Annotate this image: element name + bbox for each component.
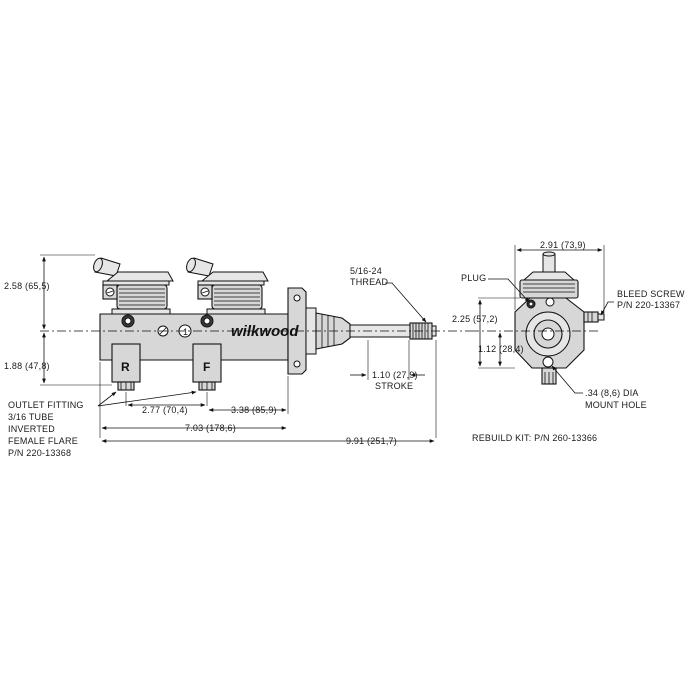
reservoir-tube-rear — [93, 257, 121, 277]
rear-mark: R — [121, 360, 130, 374]
dim-stroke-value: 1.10 (27,9) — [372, 370, 418, 380]
bleed-tube — [542, 251, 556, 275]
reservoir-front — [197, 271, 269, 315]
end-reservoir — [519, 271, 579, 299]
front-mark: F — [203, 360, 210, 374]
end-body — [514, 297, 585, 385]
dim-overall-length: 9.91 (251,7) — [346, 436, 397, 446]
mount-hole-icon — [542, 356, 554, 368]
dim-outlet-spacing: 2.77 (70,4) — [142, 405, 188, 415]
rebuild-kit-label: REBUILD KIT: P/N 260-13366 — [472, 433, 597, 443]
dim-front-to-flange: 3.38 (85,9) — [231, 405, 277, 415]
thread-label-1: 5/16-24 — [350, 266, 382, 276]
dim-body-length: 7.03 (178,6) — [185, 423, 236, 433]
cylinder-body — [99, 313, 289, 361]
outlet-fitting-rear — [111, 343, 141, 391]
mount-label-1: .34 (8,6) DIA — [585, 388, 639, 398]
dim-height-lower: 1.88 (47,8) — [4, 361, 50, 371]
dim-side-width: 2.91 (73,9) — [540, 240, 586, 250]
reservoir-tube-front — [186, 257, 214, 277]
end-view — [470, 245, 614, 394]
outlet-fitting-front — [192, 343, 222, 391]
bleed-screw — [583, 311, 605, 323]
outlet-label-3: INVERTED — [8, 424, 55, 434]
dim-side-height: 2.25 (57,2) — [452, 314, 498, 324]
mount-label-2: MOUNT HOLE — [585, 400, 647, 410]
outlet-label-5: P/N 220-13368 — [8, 448, 71, 458]
outlet-label-4: FEMALE FLARE — [8, 436, 78, 446]
outlet-label-2: 3/16 TUBE — [8, 412, 54, 422]
thread-label-2: THREAD — [350, 277, 389, 287]
dim-height-upper: 2.58 (65,5) — [4, 281, 50, 291]
reservoir-rear — [102, 271, 174, 315]
dim-stroke-word: STROKE — [375, 381, 413, 391]
bleed-label-1: BLEED SCREW — [617, 289, 685, 299]
dim-side-center: 1.12 (28,4) — [478, 344, 524, 354]
outlet-label-1: OUTLET FITTING — [8, 400, 84, 410]
port-number: 1 — [183, 327, 188, 337]
brand-logo: wilkwood — [231, 323, 299, 340]
bleed-label-2: P/N 220-13367 — [617, 300, 680, 310]
side-view — [40, 254, 470, 443]
plug-label: PLUG — [461, 273, 486, 283]
